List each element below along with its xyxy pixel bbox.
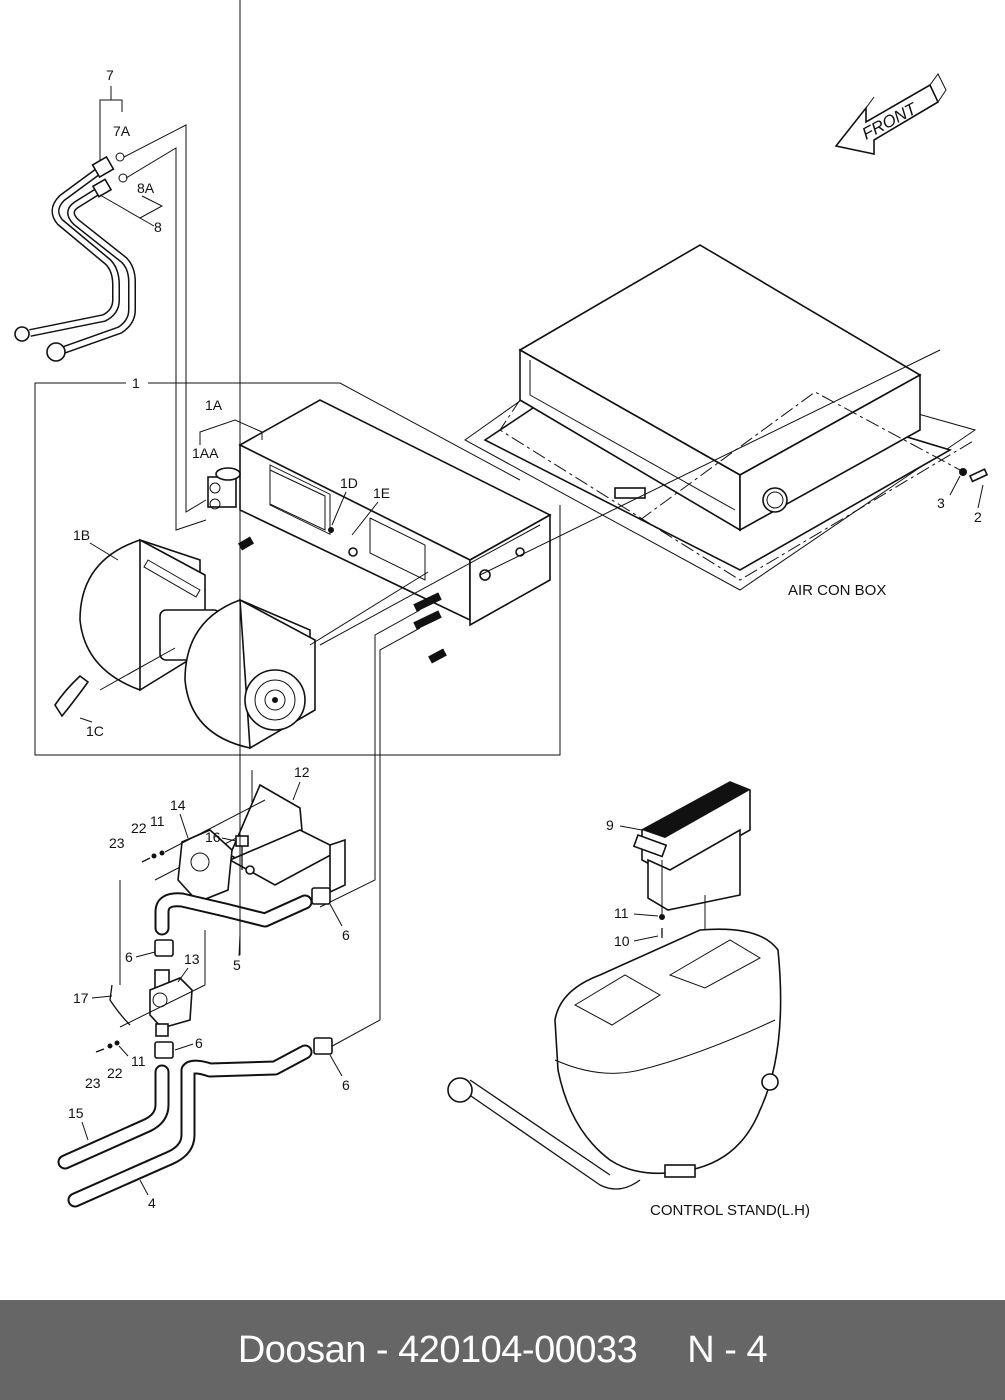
washer-11 xyxy=(659,914,665,920)
water-valve-13 xyxy=(149,969,193,1037)
callout-12: 12 xyxy=(294,764,310,780)
callout-1d: 1D xyxy=(340,475,358,491)
callout-14: 14 xyxy=(170,797,186,813)
control-panel-9 xyxy=(632,781,751,911)
footer-part-number: 420104-00033 xyxy=(398,1328,638,1371)
callout-3: 3 xyxy=(937,495,945,511)
clamp-6 xyxy=(154,939,174,957)
callout-1b: 1B xyxy=(73,527,90,543)
ac-unit xyxy=(207,399,552,664)
footer-brand: Doosan xyxy=(237,1328,366,1371)
air-con-box xyxy=(464,244,977,591)
callout-22-bottom: 22 xyxy=(107,1065,123,1081)
callout-1c: 1C xyxy=(86,723,104,739)
callout-23-top: 23 xyxy=(109,835,125,851)
callout-7: 7 xyxy=(106,67,114,83)
control-stand-label: CONTROL STAND(L.H) xyxy=(650,1202,810,1219)
clamp-6 xyxy=(154,1041,174,1059)
callout-6-b: 6 xyxy=(125,949,133,965)
callout-6-c: 6 xyxy=(195,1035,203,1051)
hose-4 xyxy=(67,1044,313,1208)
callout-6-d: 6 xyxy=(342,1077,350,1093)
callout-5: 5 xyxy=(233,957,241,973)
control-stand xyxy=(447,928,782,1190)
callout-4: 4 xyxy=(148,1195,156,1211)
callout-7a: 7A xyxy=(113,123,131,139)
pipe-7-8 xyxy=(14,152,136,362)
footer-page-ref: N - 4 xyxy=(687,1328,768,1371)
callout-13: 13 xyxy=(184,951,200,967)
callout-11-top: 11 xyxy=(150,813,165,829)
callout-1e: 1E xyxy=(373,485,390,501)
parts-diagram: FRONT xyxy=(14,0,989,1219)
footer-bar: Doosan - 420104-00033 N - 4 xyxy=(0,1300,1005,1400)
air-con-box-label: AIR CON BOX xyxy=(788,582,886,599)
callout-10: 10 xyxy=(614,933,630,949)
callout-9: 9 xyxy=(606,817,614,833)
callout-17: 17 xyxy=(73,990,89,1006)
callout-1a: 1A xyxy=(205,397,223,413)
bracket-12 xyxy=(228,783,346,894)
callout-1aa: 1AA xyxy=(192,445,219,461)
callout-11-panel: 11 xyxy=(614,905,629,921)
front-arrow-icon: FRONT xyxy=(834,73,947,155)
callout-8a: 8A xyxy=(137,180,155,196)
blower-assembly xyxy=(54,538,316,750)
hose-15 xyxy=(57,1064,170,1170)
clamp-6 xyxy=(311,887,331,905)
callout-22-top: 22 xyxy=(131,820,147,836)
callout-23-bottom: 23 xyxy=(85,1075,101,1091)
hose-5 xyxy=(154,892,313,936)
callout-2: 2 xyxy=(974,509,982,525)
clamp-6 xyxy=(313,1037,333,1055)
callout-6-a: 6 xyxy=(342,927,350,943)
footer-separator: - xyxy=(375,1328,389,1371)
callout-16: 16 xyxy=(205,829,221,845)
rod-17 xyxy=(109,984,131,1026)
actuator-14 xyxy=(177,829,233,903)
callout-15: 15 xyxy=(68,1105,84,1121)
callout-1: 1 xyxy=(132,375,140,391)
callout-11-bottom: 11 xyxy=(131,1053,146,1069)
callout-8: 8 xyxy=(154,219,162,235)
